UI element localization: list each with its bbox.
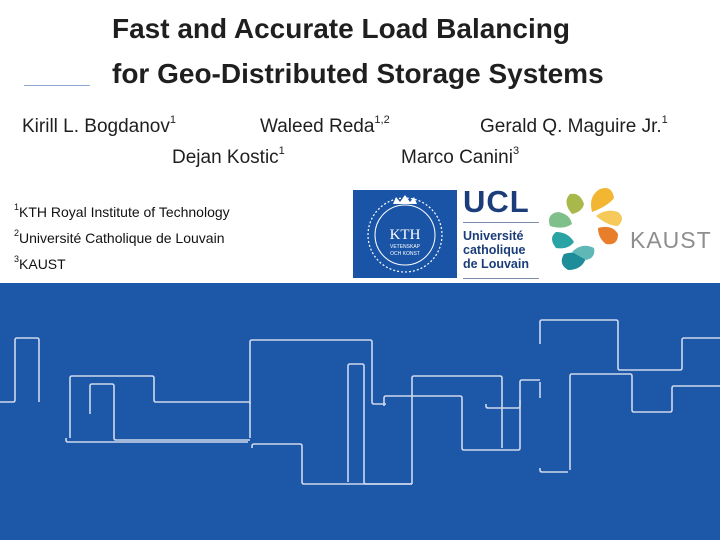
title-line-2: for Geo-Distributed Storage Systems — [112, 58, 604, 89]
kaust-logo: KAUST — [542, 186, 712, 278]
author-2: Waleed Reda1,2 — [260, 114, 390, 137]
title-rule — [24, 85, 90, 86]
kth-logo-sub2: OCH KONST — [390, 251, 420, 257]
kth-logo-text: KTH — [390, 227, 421, 243]
author-4: Dejan Kostic1 — [172, 145, 285, 168]
ucl-logo-subtitle: Université catholique de Louvain — [463, 229, 529, 271]
affiliation-1: 1KTH Royal Institute of Technology — [14, 202, 230, 220]
ucl-rule-top — [463, 222, 539, 223]
kth-logo: KTH VETENSKAP OCH KONST — [353, 190, 457, 278]
author-5: Marco Canini3 — [401, 145, 520, 168]
affiliation-3: 3KAUST — [14, 254, 66, 272]
kth-logo-sub1: VETENSKAP — [390, 244, 421, 250]
ucl-logo: UCL Université catholique de Louvain — [463, 182, 543, 282]
ucl-logo-text: UCL — [463, 184, 530, 219]
author-3: Gerald Q. Maguire Jr.1 — [480, 114, 668, 137]
circuit-lines — [0, 319, 720, 485]
author-1: Kirill L. Bogdanov1 — [22, 114, 176, 137]
slide-title: Fast and Accurate Load Balancing for Geo… — [112, 6, 712, 96]
ucl-rule-bottom — [463, 278, 539, 279]
banner — [0, 283, 720, 540]
title-line-1: Fast and Accurate Load Balancing — [112, 13, 570, 44]
affiliation-2: 2Université Catholique de Louvain — [14, 228, 225, 246]
kaust-emblem-icon — [549, 188, 622, 270]
kaust-logo-text: KAUST — [630, 227, 712, 253]
